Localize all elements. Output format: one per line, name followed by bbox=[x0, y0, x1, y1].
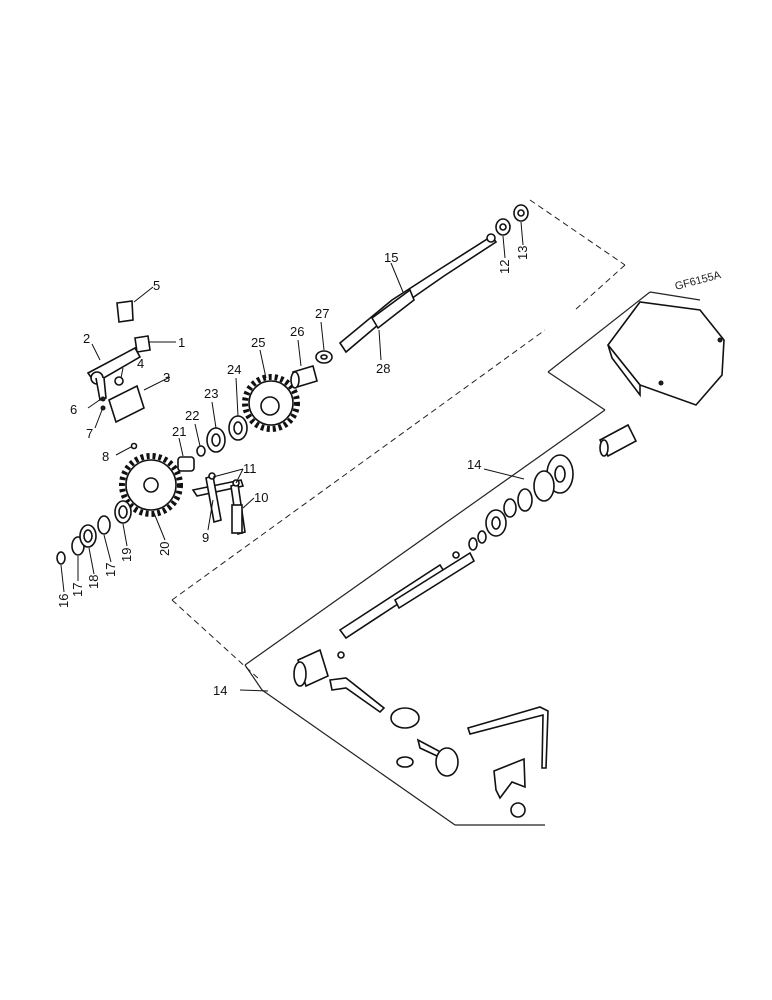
callout-28: 28 bbox=[376, 361, 390, 376]
nut-4 bbox=[114, 376, 124, 386]
callout-2: 2 bbox=[83, 331, 90, 346]
gear-20 bbox=[119, 453, 183, 517]
upper-group-boundary bbox=[171, 199, 626, 681]
bushing-21 bbox=[177, 456, 195, 472]
pivot-pin-14 bbox=[416, 738, 459, 777]
callout-1: 1 bbox=[178, 335, 185, 350]
pin-7 bbox=[100, 405, 106, 411]
bushing-13 bbox=[513, 204, 529, 222]
bearing-23 bbox=[206, 427, 226, 453]
callout-9: 9 bbox=[202, 530, 209, 545]
plate-14 bbox=[390, 707, 420, 729]
callout-3: 3 bbox=[163, 370, 170, 385]
callout-14b: 14 bbox=[213, 683, 227, 698]
rod-14 bbox=[466, 706, 549, 769]
callout-15: 15 bbox=[384, 250, 398, 265]
callouts: 5 1 2 4 3 6 7 8 9 10 11 15 12 13 14 14 1… bbox=[56, 246, 530, 698]
pin-6 bbox=[100, 396, 106, 402]
rod-10 bbox=[231, 504, 243, 534]
callout-27: 27 bbox=[315, 306, 329, 321]
bracket-3 bbox=[108, 384, 145, 424]
callout-25: 25 bbox=[251, 335, 265, 350]
ring-17-inner bbox=[97, 515, 111, 535]
bracket-14 bbox=[493, 757, 526, 800]
callout-26: 26 bbox=[290, 324, 304, 339]
callout-4: 4 bbox=[137, 356, 144, 371]
callout-19: 19 bbox=[119, 548, 134, 562]
coupling-14 bbox=[293, 648, 345, 688]
pin-8 bbox=[130, 442, 138, 450]
nut-14 bbox=[396, 756, 526, 818]
lever-2 bbox=[86, 346, 142, 402]
callout-16: 16 bbox=[56, 594, 71, 608]
drawing-code: GF6155A bbox=[674, 269, 723, 293]
sleeve-26 bbox=[290, 364, 318, 389]
bearing-18 bbox=[79, 524, 97, 548]
callout-6: 6 bbox=[70, 402, 77, 417]
callout-22: 22 bbox=[185, 408, 199, 423]
leader-lines bbox=[60, 221, 525, 692]
callout-17b: 17 bbox=[103, 563, 118, 577]
block-1 bbox=[134, 335, 151, 353]
housing-cover bbox=[606, 301, 725, 406]
callout-10: 10 bbox=[254, 490, 268, 505]
callout-21: 21 bbox=[172, 424, 186, 439]
callout-18: 18 bbox=[86, 575, 101, 589]
callout-12: 12 bbox=[497, 260, 512, 274]
bearing-14 bbox=[485, 509, 507, 537]
flange-14 bbox=[503, 454, 574, 518]
washer-27 bbox=[315, 350, 333, 364]
callout-20: 20 bbox=[157, 542, 172, 556]
callout-24: 24 bbox=[227, 362, 241, 377]
callout-11: 11 bbox=[243, 461, 257, 476]
callout-5: 5 bbox=[153, 278, 160, 293]
washers-14 bbox=[452, 530, 487, 559]
callout-23: 23 bbox=[204, 386, 218, 401]
lower-group-boundary bbox=[244, 291, 701, 826]
callout-13: 13 bbox=[515, 246, 530, 260]
gear-25 bbox=[242, 374, 300, 432]
callout-8: 8 bbox=[102, 449, 109, 464]
callout-7: 7 bbox=[86, 426, 93, 441]
main-shaft-14 bbox=[338, 551, 476, 640]
bearing-19 bbox=[114, 500, 132, 524]
snap-ring-16 bbox=[56, 551, 66, 565]
bushing-12 bbox=[495, 218, 511, 236]
shaft-15 bbox=[338, 233, 498, 354]
callout-17a: 17 bbox=[70, 583, 85, 597]
bearing-24 bbox=[228, 415, 248, 441]
plate-5 bbox=[116, 300, 134, 323]
lever-arm-14 bbox=[329, 677, 386, 714]
washer-22 bbox=[196, 445, 206, 457]
callout-14a: 14 bbox=[467, 457, 481, 472]
sleeve-14 bbox=[598, 423, 638, 458]
